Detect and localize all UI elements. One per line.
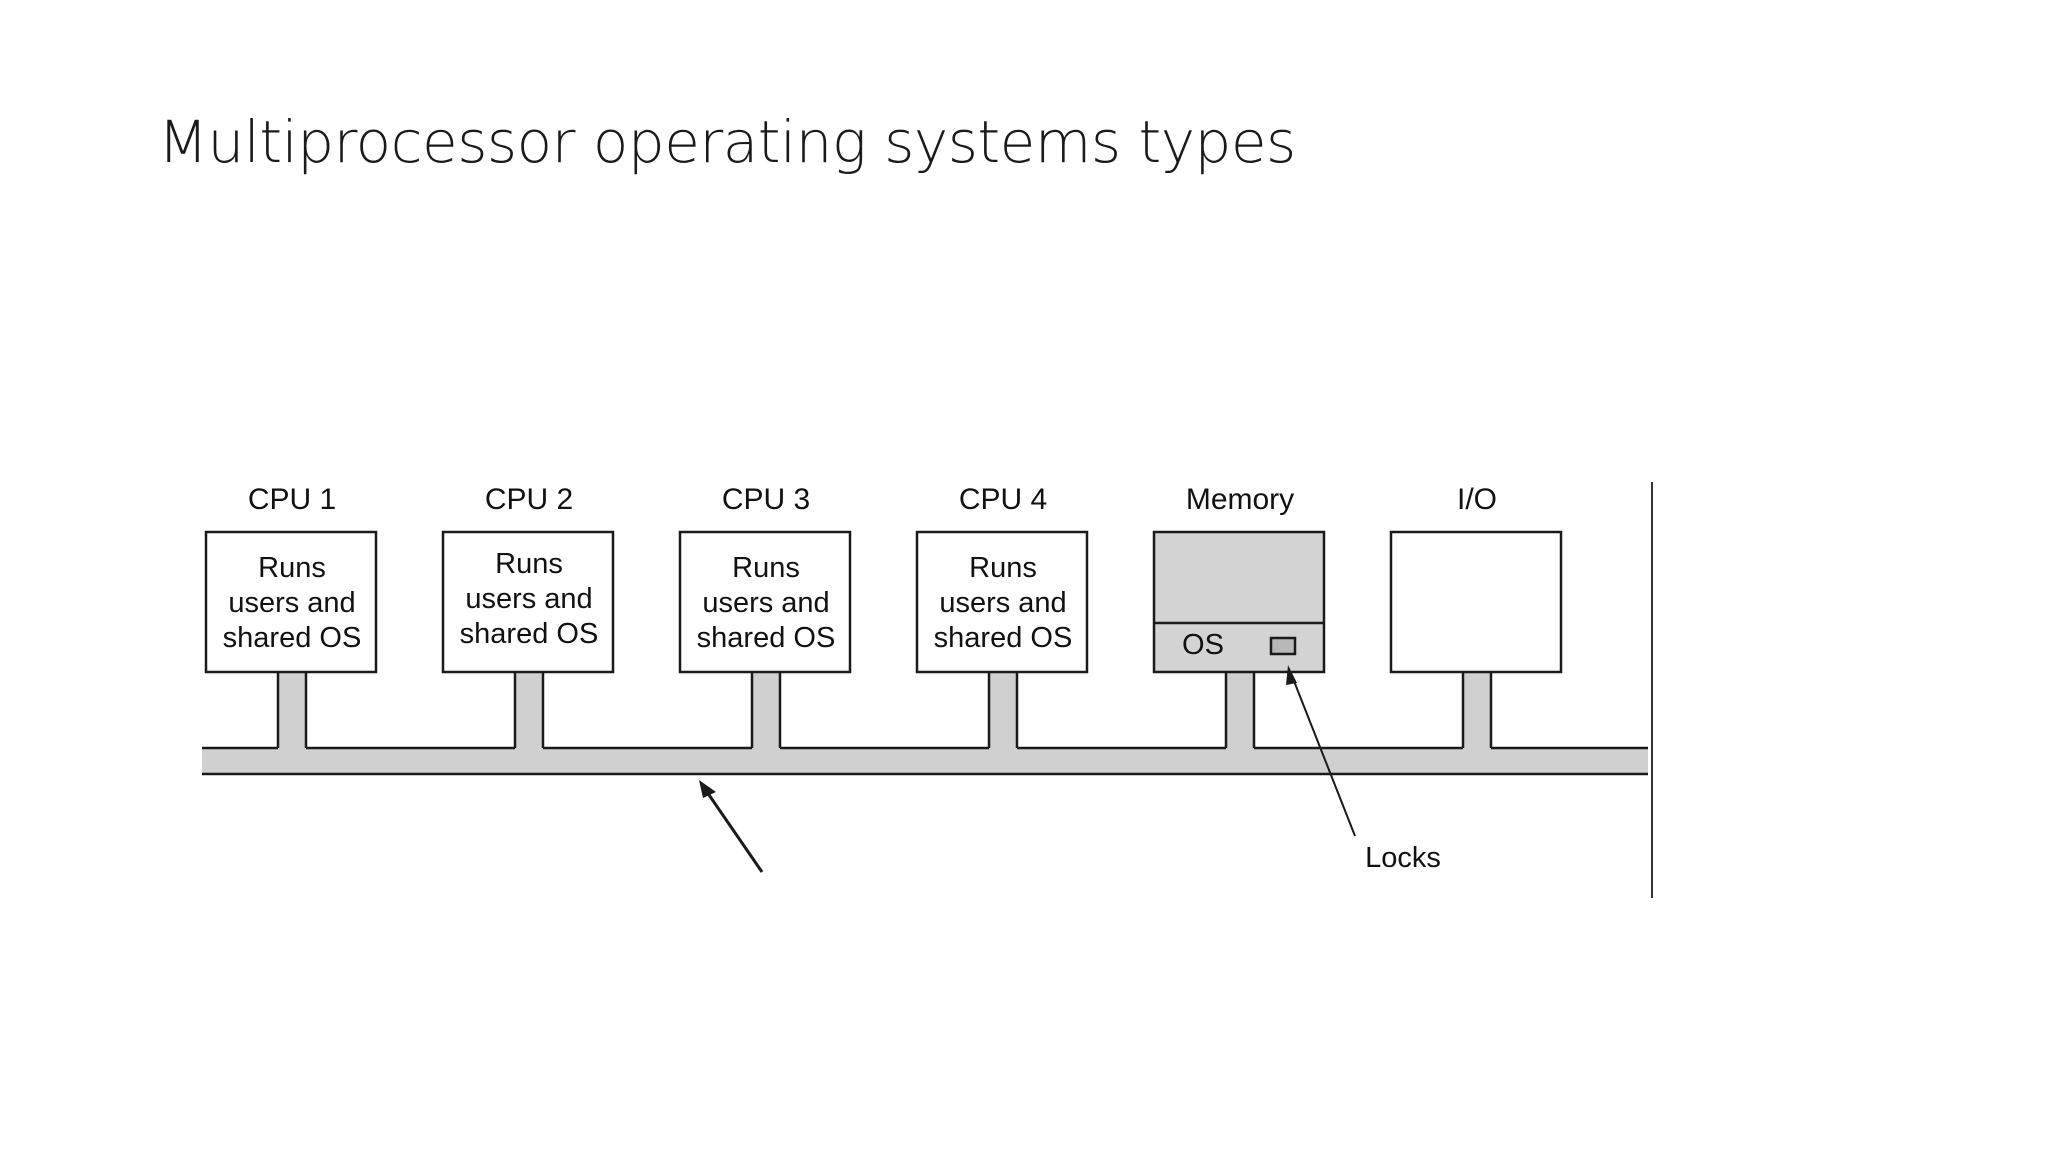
bus-connectors — [276, 672, 1493, 750]
cpu-text-3-line-1: Runs — [732, 552, 800, 584]
cpu-box-1 — [204, 530, 378, 674]
bus-connector-memory — [1224, 672, 1256, 750]
bus-connector-cpu-3 — [750, 672, 782, 750]
bus-connector-cpu-1 — [276, 672, 308, 750]
cpu-text-4-line-2: users and — [939, 587, 1066, 619]
cpu-text-3-line-2: users and — [702, 587, 829, 619]
cpu-unit-1: CPU 1 Runs users and shared OS — [204, 483, 378, 674]
cpu-unit-4: CPU 4 Runs users and shared OS — [915, 483, 1089, 674]
memory-os-label: OS — [1182, 629, 1224, 661]
cpu-text-2-line-2: users and — [465, 583, 592, 615]
cpu-text-4-line-1: Runs — [969, 552, 1037, 584]
cpu-text-2-line-1: Runs — [495, 548, 563, 580]
cpu-unit-3: CPU 3 Runs users and shared OS — [678, 483, 852, 674]
cpu-box-3 — [678, 530, 852, 674]
cpu-text-2-line-3: shared OS — [460, 618, 599, 650]
bus-connector-cpu-2 — [513, 672, 545, 750]
cpu-text-4-line-3: shared OS — [934, 622, 1073, 654]
cpu-box-4 — [915, 530, 1089, 674]
cpu-label-1: CPU 1 — [248, 483, 336, 516]
memory-label: Memory — [1186, 483, 1294, 516]
lock-icon — [1269, 636, 1297, 656]
cpu-text-1-line-2: users and — [228, 587, 355, 619]
cpu-text-3-line-3: shared OS — [697, 622, 836, 654]
locks-arrow — [1286, 665, 1356, 837]
system-bus — [202, 748, 1648, 774]
slide-title: Multiprocessor operating systems types — [158, 108, 1296, 176]
cpu-unit-2: CPU 2 Runs users and shared OS — [441, 483, 615, 674]
cpu-box-2 — [441, 530, 615, 674]
cpu-label-4: CPU 4 — [959, 483, 1047, 516]
cpu-label-2: CPU 2 — [485, 483, 573, 516]
bus-connector-cpu-4 — [987, 672, 1019, 750]
io-unit: I/O — [1389, 483, 1563, 674]
cpu-text-1-line-3: shared OS — [223, 622, 362, 654]
io-label: I/O — [1457, 483, 1497, 516]
bus-arrow — [699, 780, 764, 873]
memory-box — [1152, 530, 1326, 674]
bus-connector-io — [1461, 672, 1493, 750]
cpu-label-3: CPU 3 — [722, 483, 810, 516]
cpu-text-1-line-1: Runs — [258, 552, 326, 584]
memory-unit: Memory OS — [1152, 483, 1326, 674]
io-box — [1389, 530, 1563, 674]
locks-label: Locks — [1365, 842, 1441, 874]
